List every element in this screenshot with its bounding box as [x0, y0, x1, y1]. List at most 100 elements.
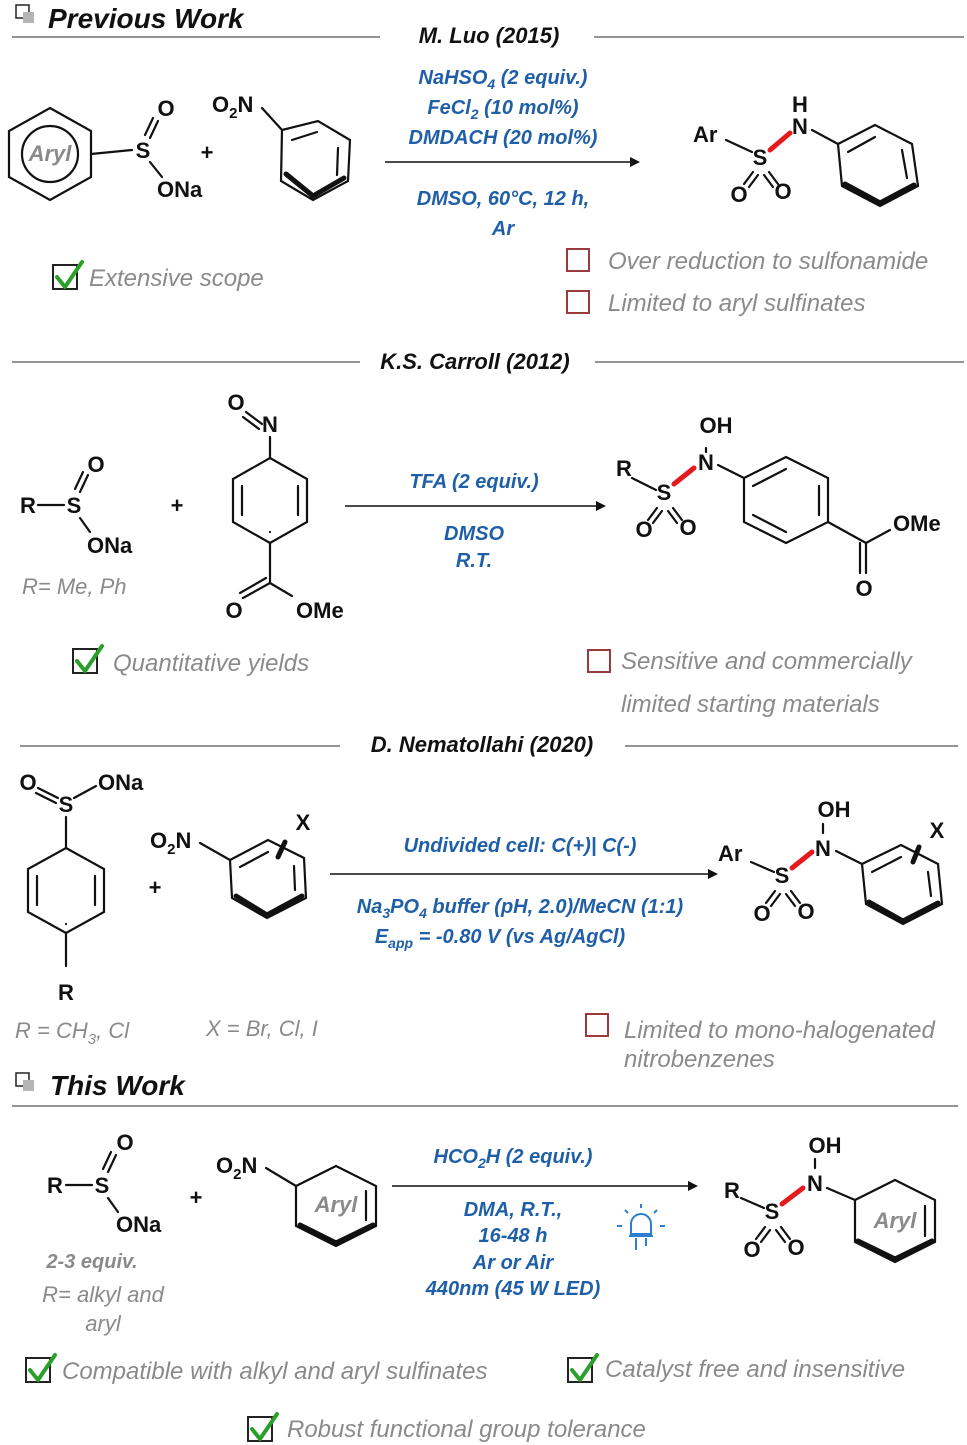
luo-aryl-sulfinate: Aryl S O ONa — [7, 96, 203, 202]
svg-text:N: N — [792, 114, 808, 139]
svg-text:Ar: Ar — [718, 841, 743, 866]
carroll-cond-1: TFA (2 equiv.) — [409, 471, 539, 493]
carroll-nitroso-arene: O N O OMe — [225, 390, 343, 623]
aryl-label: Aryl — [28, 141, 73, 166]
svg-text:ONa: ONa — [157, 177, 203, 202]
this-work-title: This Work — [50, 1070, 186, 1101]
previous-work-header: Previous Work — [12, 3, 964, 38]
check-icon — [570, 1353, 599, 1382]
svg-text:+: + — [190, 1185, 203, 1210]
svg-text:R: R — [20, 493, 36, 518]
svg-text:S: S — [59, 792, 74, 817]
luo-cond-5: Ar — [491, 218, 515, 240]
carroll-pro: Quantitative yields — [113, 650, 309, 677]
svg-text:N: N — [698, 450, 714, 475]
check-icon — [250, 1412, 279, 1441]
svg-text:N: N — [262, 412, 278, 437]
carroll-product: R S N OH O O O OMe — [616, 413, 941, 601]
this-work-r-note-1: R= alkyl and — [42, 1282, 164, 1307]
svg-text:R: R — [47, 1173, 63, 1198]
svg-text:S: S — [95, 1173, 110, 1198]
this-work-cond-1: HCO2H (2 equiv.) — [434, 1146, 593, 1171]
nematollahi-con-1: Limited to mono-halogenated — [624, 1017, 936, 1044]
svg-text:S: S — [67, 493, 82, 518]
equiv-note: 2-3 equiv. — [45, 1251, 137, 1273]
svg-text:R: R — [616, 456, 632, 481]
carroll-citation: K.S. Carroll (2012) — [380, 349, 570, 374]
svg-text:Ar: Ar — [693, 122, 718, 147]
svg-text:O: O — [157, 96, 174, 121]
luo-product: Ar S N H O O — [693, 92, 920, 208]
svg-text:OMe: OMe — [893, 511, 941, 536]
svg-text:S: S — [765, 1199, 780, 1224]
luo-con-2: Limited to aryl sulfinates — [608, 290, 865, 317]
svg-text:O: O — [635, 517, 652, 542]
svg-text:O: O — [743, 1237, 760, 1262]
svg-text:+: + — [149, 875, 162, 900]
carroll-sulfinate: R S O ONa R= Me, Ph — [20, 452, 133, 599]
nematollahi-con-2: nitrobenzenes — [624, 1046, 775, 1073]
this-work-pro-1: Compatible with alkyl and aryl sulfinate… — [62, 1358, 488, 1385]
svg-text:Aryl: Aryl — [314, 1192, 359, 1217]
svg-text:N: N — [815, 836, 831, 861]
led-light-icon — [617, 1204, 665, 1250]
luo-section: M. Luo (2015) Aryl S O ONa + O2N — [7, 23, 928, 317]
cross-box-icon — [585, 1013, 609, 1037]
this-work-cond-3: 16-48 h — [479, 1225, 548, 1247]
this-work-cond-5: 440nm (45 W LED) — [425, 1278, 601, 1300]
svg-text:+: + — [171, 493, 184, 518]
nitro-label: O2N — [212, 92, 253, 122]
nematollahi-product: Ar S N OH O O X — [718, 797, 945, 926]
luo-nitrobenzene: O2N — [212, 92, 352, 202]
this-work-nitroarene: O2N Aryl — [216, 1153, 378, 1248]
svg-text:ONa: ONa — [98, 770, 144, 795]
svg-text:S: S — [775, 863, 790, 888]
nematollahi-citation: D. Nematollahi (2020) — [371, 732, 594, 757]
this-work-r-note-2: aryl — [85, 1311, 122, 1336]
check-icon — [75, 644, 104, 673]
svg-text:R: R — [58, 980, 74, 1005]
svg-text:O: O — [225, 598, 242, 623]
nematollahi-cond-2: Na3PO4 buffer (pH, 2.0)/MeCN (1:1) — [357, 896, 684, 921]
luo-cond-2: FeCl2 (10 mol%) — [427, 97, 579, 122]
svg-text:OMe: OMe — [296, 598, 344, 623]
svg-text:ONa: ONa — [116, 1212, 162, 1237]
this-work-sulfinate: R S O ONa 2-3 equiv. R= alkyl and aryl — [42, 1130, 164, 1336]
svg-text:X: X — [930, 818, 945, 843]
svg-text:H: H — [792, 92, 808, 117]
this-work-cond-4: Ar or Air — [472, 1252, 555, 1274]
nematollahi-sulfinate: O S ONa R R = CH3, Cl — [15, 770, 144, 1048]
svg-text:S: S — [753, 145, 768, 170]
svg-text:S: S — [657, 480, 672, 505]
svg-text:O: O — [227, 390, 244, 415]
svg-text:ONa: ONa — [87, 533, 133, 558]
svg-text:O: O — [19, 770, 36, 795]
svg-text:X: X — [296, 810, 311, 835]
this-work-pro-3: Robust functional group tolerance — [287, 1416, 646, 1443]
carroll-con-1: Sensitive and commercially — [621, 648, 914, 675]
check-icon — [28, 1353, 57, 1382]
this-work-pro-2: Catalyst free and insensitive — [605, 1356, 905, 1383]
nematollahi-r-note: R = CH3, Cl — [15, 1018, 130, 1048]
svg-text:OH: OH — [818, 797, 851, 822]
svg-text:N: N — [807, 1171, 823, 1196]
sulfur-atom: S — [136, 138, 151, 163]
svg-text:Aryl: Aryl — [873, 1208, 918, 1233]
nematollahi-nitroarene: O2N X X = Br, Cl, I — [150, 810, 318, 1041]
svg-text:O2N: O2N — [150, 828, 191, 858]
svg-text:O: O — [774, 179, 791, 204]
nematollahi-cond-3: Eapp = -0.80 V (vs Ag/AgCl) — [375, 926, 626, 951]
svg-text:OH: OH — [809, 1133, 842, 1158]
header-checkbox-shadow — [23, 12, 34, 23]
nematollahi-x-note: X = Br, Cl, I — [205, 1016, 318, 1041]
cross-box-icon — [566, 290, 590, 314]
svg-text:O: O — [730, 182, 747, 207]
luo-pro: Extensive scope — [89, 265, 264, 292]
cross-box-icon — [566, 248, 590, 272]
check-icon — [55, 260, 84, 289]
svg-text:O: O — [787, 1235, 804, 1260]
nematollahi-section: D. Nematollahi (2020) O S ONa R R = CH3,… — [15, 732, 958, 1073]
carroll-con-2: limited starting materials — [621, 691, 880, 718]
luo-citation: M. Luo (2015) — [419, 23, 560, 48]
